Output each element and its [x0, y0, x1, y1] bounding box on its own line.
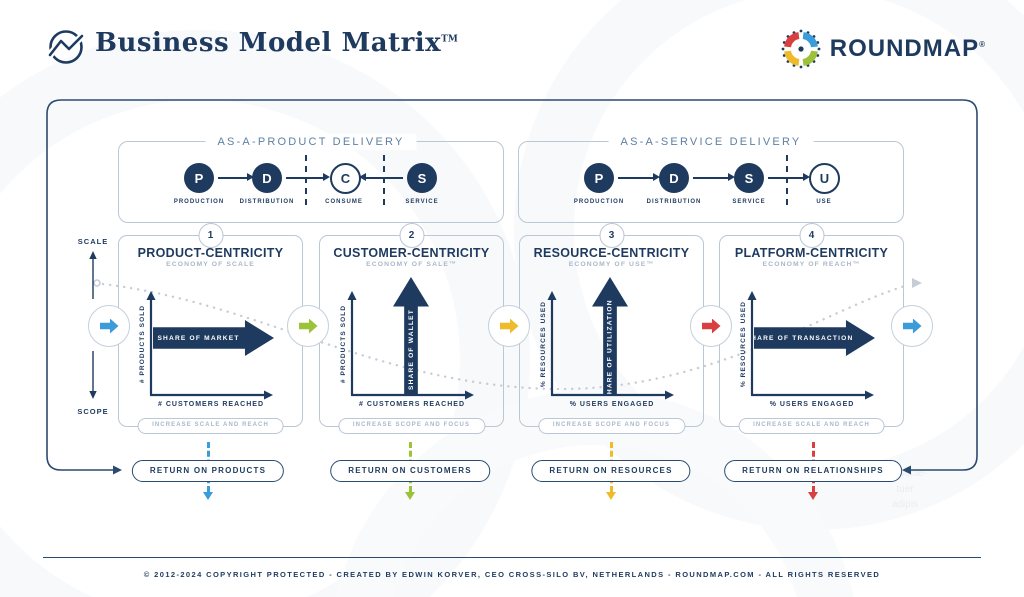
panel-resource-centricity: 3 RESOURCE-CENTRICITY ECONOMY OF USE™ % … [519, 223, 704, 434]
header: Business Model MatrixTM ROUNDMAP® [0, 0, 1024, 90]
panel-platform-centricity: 4 PLATFORM-CENTRICITY ECONOMY OF REACH™ … [719, 223, 904, 434]
stage-label: SERVICE [732, 199, 766, 205]
down-arrowhead-icon [808, 492, 818, 500]
registered-symbol: ® [979, 40, 986, 49]
down-arrowhead-icon [203, 492, 213, 500]
down-arrowhead-icon [606, 492, 616, 500]
flow-arrow-icon [218, 173, 254, 181]
flow-circle-1-2 [287, 305, 329, 347]
flow-circle-3-4 [690, 305, 732, 347]
panel-footer-pill: INCREASE SCALE AND REACH [137, 418, 284, 434]
return-pill: RETURN ON RELATIONSHIPS [724, 460, 902, 482]
return-pill: RETURN ON PRODUCTS [131, 460, 285, 482]
as-a-product-delivery-box: AS-A-PRODUCT DELIVERY P D C S PRODUCTION… [118, 134, 504, 223]
dashed-separator [786, 155, 788, 205]
panel-footer-pill: INCREASE SCOPE AND FOCUS [337, 418, 486, 434]
page-title: Business Model MatrixTM [95, 28, 458, 58]
roundmap-icon [781, 29, 821, 69]
stage-label: PRODUCTION [573, 199, 625, 205]
stage-production: P [184, 163, 214, 193]
down-arrowhead-icon [405, 492, 415, 500]
x-axis-label: % USERS ENGAGED [569, 401, 655, 408]
stage-distribution: D [659, 163, 689, 193]
panel-footer-pill: INCREASE SCOPE AND FOCUS [537, 418, 686, 434]
stage-label: USE [816, 199, 832, 205]
flow-circle-2-3 [488, 305, 530, 347]
stage-production: P [584, 163, 614, 193]
x-axis-label: # CUSTOMERS REACHED [158, 401, 264, 408]
stage-distribution: D [252, 163, 282, 193]
x-axis-label: % USERS ENGAGED [769, 401, 855, 408]
panel-customer-centricity: 2 CUSTOMER-CENTRICITY ECONOMY OF SALE™ #… [319, 223, 504, 434]
dashed-separator [383, 155, 385, 205]
right-arrow-icon [902, 318, 922, 334]
copyright-text: © 2012-2024 COPYRIGHT PROTECTED - CREATE… [143, 570, 881, 579]
scale-label: SCALE [77, 237, 109, 246]
trademark-symbol: TM [441, 34, 458, 45]
flow-arrow-icon [618, 173, 660, 181]
delivery-title: AS-A-SERVICE DELIVERY [608, 134, 814, 150]
return-pill: RETURN ON CUSTOMERS [330, 460, 490, 482]
stage-label: DISTRIBUTION [239, 199, 295, 205]
x-axis-label: # CUSTOMERS REACHED [359, 401, 465, 408]
stage-service: S [407, 163, 437, 193]
right-arrow-icon [99, 318, 119, 334]
flow-circle-outflow [891, 305, 933, 347]
brand-name: ROUNDMAP® [829, 35, 986, 62]
stage-consume: C [330, 163, 361, 194]
footer-divider [43, 557, 981, 558]
panel-footer-pill: INCREASE SCALE AND REACH [738, 418, 885, 434]
return-on-products: RETURN ON PRODUCTS [98, 442, 318, 504]
return-on-resources: RETURN ON RESOURCES [501, 442, 721, 504]
stage-service: S [734, 163, 764, 193]
stage-label: DISTRIBUTION [646, 199, 702, 205]
return-on-relationships: RETURN ON RELATIONSHIPS [703, 442, 923, 504]
return-pill: RETURN ON RESOURCES [531, 460, 691, 482]
stage-label: CONSUME [325, 199, 363, 205]
flow-arrow-icon [693, 173, 735, 181]
right-arrow-icon [499, 318, 519, 334]
roundmap-logo: ROUNDMAP® [780, 28, 986, 70]
right-arrow-icon [298, 318, 318, 334]
panel-product-centricity: 1 PRODUCT-CENTRICITY ECONOMY OF SCALE # … [118, 223, 303, 434]
as-a-service-delivery-box: AS-A-SERVICE DELIVERY P D S U PRODUCTION… [518, 134, 904, 223]
flow-circle-inflow [88, 305, 130, 347]
business-model-matrix-icon [46, 30, 86, 64]
right-arrow-icon [701, 318, 721, 334]
return-on-customers: RETURN ON CUSTOMERS [300, 442, 520, 504]
scope-label: SCOPE [77, 407, 109, 416]
stage-use: U [809, 163, 840, 194]
delivery-title: AS-A-PRODUCT DELIVERY [205, 134, 417, 150]
dashed-separator [305, 155, 307, 205]
stage-label: SERVICE [405, 199, 439, 205]
